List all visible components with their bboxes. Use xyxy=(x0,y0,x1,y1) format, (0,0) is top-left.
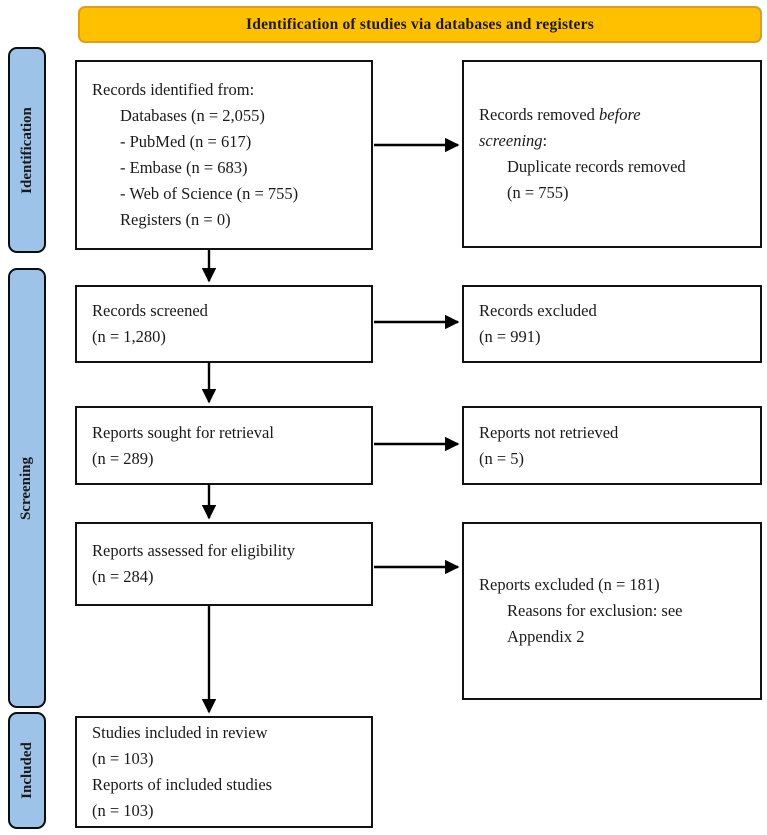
header-banner: Identification of studies via databases … xyxy=(78,6,762,43)
box-line: (n = 284) xyxy=(92,567,154,586)
box-records-removed: Records removed before screening: Duplic… xyxy=(462,60,762,248)
box-line: (n = 755) xyxy=(507,183,569,202)
box-line: Reports assessed for eligibility xyxy=(92,541,296,560)
stage-label-included: Included xyxy=(18,742,35,799)
stage-label-identification: Identification xyxy=(18,106,35,194)
box-records-excluded: Records excluded (n = 991) xyxy=(462,285,762,363)
diagram-title: Identification of studies via databases … xyxy=(246,15,594,33)
stage-bar-screening: Screening xyxy=(8,268,46,708)
box-line: (n = 991) xyxy=(479,327,541,346)
box-line: (n = 289) xyxy=(92,448,154,468)
stage-bar-included: Included xyxy=(8,712,46,829)
box-line: Reports not retrieved xyxy=(479,422,619,442)
box-line: Records screened xyxy=(92,301,208,320)
box-reports-excluded: Reports excluded (n = 181) Reasons for e… xyxy=(462,522,762,700)
box-line: Reports of included studies xyxy=(92,775,273,794)
box-line: Records excluded xyxy=(479,301,597,320)
box-line: Reports excluded (n = 181) xyxy=(479,575,660,594)
box-studies-included: Studies included in review (n = 103) Rep… xyxy=(75,716,373,828)
box-reports-sought: Reports sought for retrieval (n = 289) xyxy=(75,406,373,485)
box-line: (n = 1,280) xyxy=(92,327,166,346)
box-reports-not-retrieved: Reports not retrieved (n = 5) xyxy=(462,406,762,485)
box-reports-assessed: Reports assessed for eligibility (n = 28… xyxy=(75,522,373,606)
box-line: Records identified from: xyxy=(92,80,255,99)
stage-bar-identification: Identification xyxy=(8,47,46,253)
box-line: Records removed before xyxy=(479,105,641,124)
box-line: Reasons for exclusion: see xyxy=(507,601,683,620)
box-line: Studies included in review xyxy=(92,723,268,742)
box-line: (n = 103) xyxy=(92,749,154,768)
box-line: (n = 103) xyxy=(92,801,154,820)
box-line: Registers (n = 0) xyxy=(120,210,231,229)
box-line: Databases (n = 2,055) xyxy=(120,106,265,125)
box-line: screening: xyxy=(479,131,548,150)
box-records-screened: Records screened (n = 1,280) xyxy=(75,285,373,363)
box-records-identified: Records identified from: Databases (n = … xyxy=(75,60,373,250)
box-line: - Web of Science (n = 755) xyxy=(120,184,299,203)
box-line: Appendix 2 xyxy=(507,627,585,646)
box-line: - PubMed (n = 617) xyxy=(120,132,252,151)
box-line: Reports sought for retrieval xyxy=(92,422,274,442)
box-line: - Embase (n = 683) xyxy=(120,158,248,177)
box-line: (n = 5) xyxy=(479,448,525,468)
stage-label-screening: Screening xyxy=(18,456,35,520)
box-line: Duplicate records removed xyxy=(507,157,686,176)
